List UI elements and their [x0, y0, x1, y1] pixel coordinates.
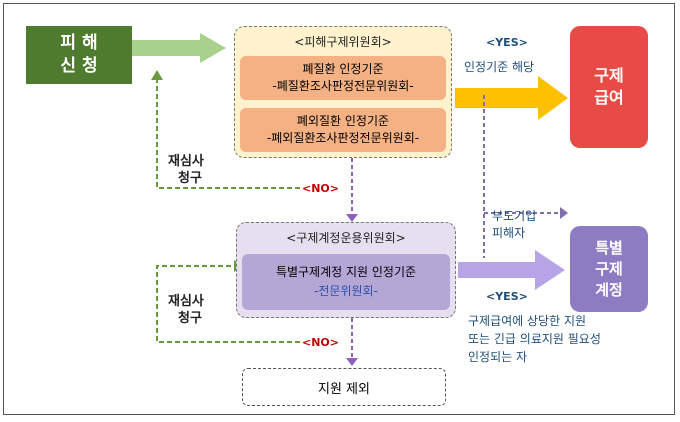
- no-label-2: <NO>: [302, 336, 339, 349]
- special-account-box: 특별 구제 계정: [570, 226, 648, 312]
- relief-benefit-box: 구제 급여: [570, 26, 648, 148]
- review-label-1b: 청구: [178, 171, 202, 186]
- committee1-title: <피해구제위원회>: [294, 35, 392, 49]
- apply-label-1: 피 해: [60, 33, 98, 53]
- nondisease-criteria-box: 폐외질환 인정기준 -폐외질환조사판정전문위원회-: [240, 108, 446, 152]
- yes-desc-2a: 구제급여에 상당한 지원: [468, 314, 587, 328]
- committee2-title: <구제계정운용위원회>: [286, 231, 406, 245]
- special-committee-label: -전문위원회-: [314, 284, 378, 298]
- disease-criteria-box: 폐질환 인정기준 -폐질환조사판정전문위원회-: [240, 56, 446, 100]
- special-account-label-3: 계정: [595, 280, 623, 299]
- arrow-apply-to-committee: [130, 33, 226, 63]
- review-label-1a: 재심사: [168, 154, 204, 169]
- yes-desc-2c: 인정되는 자: [468, 350, 528, 364]
- review-label-2a: 재심사: [168, 294, 204, 309]
- special-criteria-label: 특별구제계정 지원 인정기준: [275, 265, 417, 279]
- yes-label-1: <YES>: [486, 36, 528, 49]
- disease-criteria-label: 폐질환 인정기준: [302, 62, 384, 76]
- excluded-box: 지원 제외: [242, 368, 446, 406]
- yes-desc-1: 인정기준 해당: [464, 60, 535, 74]
- diagram-frame: [3, 3, 675, 415]
- relief-benefit-label-2: 급여: [594, 88, 624, 107]
- arrow-to-special-account: [458, 250, 565, 290]
- dashed-arrowhead-2: [346, 358, 358, 366]
- apply-label-2: 신 청: [60, 56, 98, 76]
- apply-box: 피 해 신 청: [26, 26, 132, 84]
- nondisease-committee-label: -폐외질환조사판정전문위원회-: [266, 131, 420, 145]
- relief-benefit-label-1: 구제: [594, 66, 624, 85]
- special-criteria-box: 특별구제계정 지원 인정기준 -전문위원회-: [242, 254, 450, 310]
- review-loop-2: [156, 265, 300, 343]
- special-account-label-2: 구제: [595, 259, 623, 278]
- yes-desc-2b: 또는 긴급 의료지원 필요성: [468, 332, 601, 346]
- excluded-label: 지원 제외: [318, 381, 370, 397]
- special-account-label-1: 특별: [595, 238, 623, 257]
- bankrupt-label-2: 피해자: [492, 226, 526, 240]
- disease-committee-label: -폐질환조사판정전문위원회-: [272, 79, 414, 93]
- nondisease-criteria-label: 폐외질환 인정기준: [296, 114, 390, 128]
- yes-label-2: <YES>: [486, 290, 528, 303]
- no-label-1: <NO>: [302, 182, 339, 195]
- dashed-arrowhead-1: [346, 214, 358, 222]
- bankrupt-label-1: 부도기업: [492, 209, 537, 223]
- arrow-to-relief-benefit: [455, 76, 568, 120]
- dashed-bankrupt-arrowhead: [560, 207, 568, 219]
- review-loop-1-arrowhead: [151, 70, 163, 80]
- review-label-2b: 청구: [178, 311, 202, 326]
